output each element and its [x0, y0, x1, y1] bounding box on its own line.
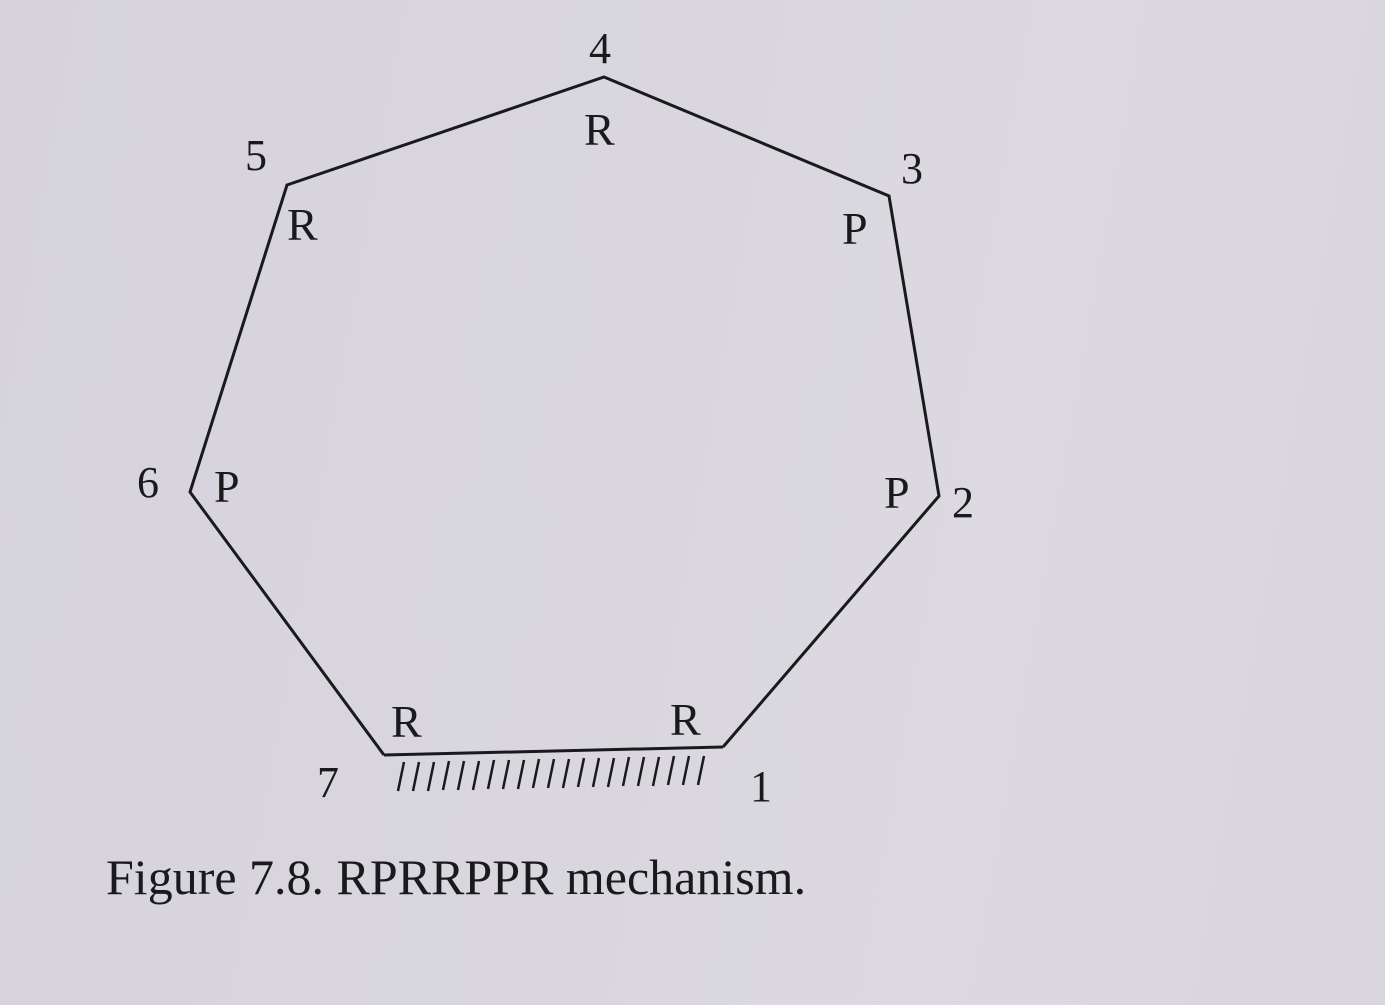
- joint-label-2: P: [884, 467, 910, 518]
- joint-label-7: R: [391, 696, 422, 747]
- ground-link: [383, 745, 724, 757]
- joint-label-4: R: [584, 104, 615, 155]
- node-label-1: 1: [750, 762, 772, 811]
- node-label-3: 3: [901, 144, 923, 193]
- joint-label-1: R: [670, 694, 701, 745]
- node-label-4: 4: [589, 24, 611, 73]
- mechanism-loop: [188, 75, 941, 756]
- joint-label-5: R: [287, 199, 318, 250]
- joint-label-6: P: [214, 461, 240, 512]
- node-label-2: 2: [952, 478, 974, 527]
- joint-label-3: P: [842, 203, 868, 254]
- node-label-6: 6: [137, 458, 159, 507]
- ground-hatching: [396, 755, 706, 792]
- node-label-7: 7: [317, 758, 339, 807]
- node-label-5: 5: [245, 131, 267, 180]
- figure-caption: Figure 7.8. RPRRPPR mechanism.: [106, 849, 807, 905]
